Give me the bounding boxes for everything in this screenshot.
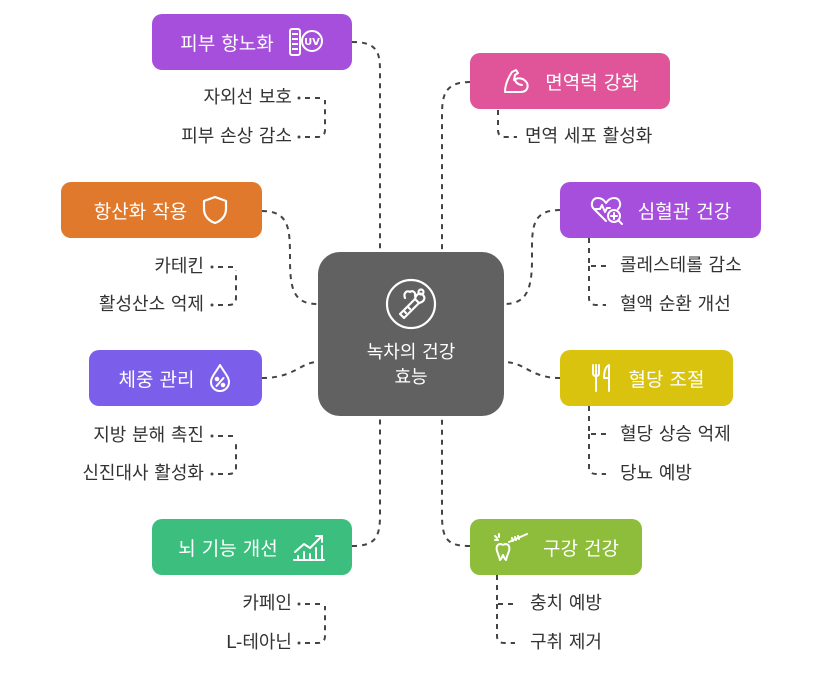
sugar-item-2: 당뇨 예방 bbox=[620, 463, 692, 484]
node-antioxidant[interactable]: 항산화 작용 bbox=[61, 182, 262, 238]
oral-item-1: 충치 예방 bbox=[530, 593, 602, 614]
brain-item-2: L-테아닌 bbox=[226, 632, 292, 653]
weight-item-1: 지방 분해 촉진 bbox=[93, 425, 204, 446]
skin-item-2: 피부 손상 감소 bbox=[181, 126, 292, 147]
oral-item-2: 구취 제거 bbox=[530, 632, 602, 653]
center-title-line1: 녹차의 건강 bbox=[366, 342, 456, 363]
node-sugar-label: 혈당 조절 bbox=[628, 368, 705, 391]
svg-text:UV: UV bbox=[304, 37, 320, 48]
center-title: 녹차의 건강 효능 bbox=[367, 340, 456, 390]
flexed-arm-icon bbox=[501, 66, 531, 96]
node-skin[interactable]: 피부 항노화 UV bbox=[152, 14, 352, 70]
shield-icon bbox=[201, 195, 229, 225]
node-oral[interactable]: 구강 건강 bbox=[470, 519, 642, 575]
node-skin-label: 피부 항노화 bbox=[180, 32, 274, 55]
vegetables-icon bbox=[385, 278, 437, 334]
node-immune-label: 면역력 강화 bbox=[545, 71, 639, 94]
fork-knife-icon bbox=[589, 363, 615, 393]
sugar-item-1: 혈당 상승 억제 bbox=[620, 424, 731, 445]
node-cardio[interactable]: 심혈관 건강 bbox=[560, 182, 761, 238]
cardio-item-1: 콜레스테롤 감소 bbox=[620, 255, 742, 276]
node-brain-label: 뇌 기능 개선 bbox=[178, 537, 278, 560]
node-cardio-label: 심혈관 건강 bbox=[637, 200, 732, 223]
uv-sunscreen-icon: UV bbox=[288, 27, 324, 57]
center-node: 녹차의 건강 효능 bbox=[318, 252, 504, 416]
node-sugar[interactable]: 혈당 조절 bbox=[560, 350, 733, 406]
node-weight-label: 체중 관리 bbox=[118, 368, 195, 391]
water-percent-icon bbox=[208, 363, 232, 393]
brain-item-1: 카페인 bbox=[242, 593, 292, 614]
node-antioxidant-label: 항산화 작용 bbox=[93, 200, 188, 223]
node-immune[interactable]: 면역력 강화 bbox=[470, 53, 670, 109]
growth-chart-icon bbox=[292, 532, 326, 562]
node-brain[interactable]: 뇌 기능 개선 bbox=[152, 519, 352, 575]
antioxidant-item-2: 활성산소 억제 bbox=[98, 294, 204, 315]
node-weight[interactable]: 체중 관리 bbox=[89, 350, 262, 406]
antioxidant-item-1: 카테킨 bbox=[154, 256, 204, 277]
node-oral-label: 구강 건강 bbox=[543, 537, 619, 560]
heart-check-icon bbox=[590, 195, 624, 225]
cardio-item-2: 혈액 순환 개선 bbox=[620, 294, 731, 315]
immune-item-1: 면역 세포 활성화 bbox=[525, 126, 653, 147]
center-title-line2: 효능 bbox=[394, 367, 428, 388]
skin-item-1: 자외선 보호 bbox=[203, 87, 292, 108]
weight-item-2: 신진대사 활성화 bbox=[82, 463, 204, 484]
tooth-brush-icon bbox=[493, 532, 529, 562]
